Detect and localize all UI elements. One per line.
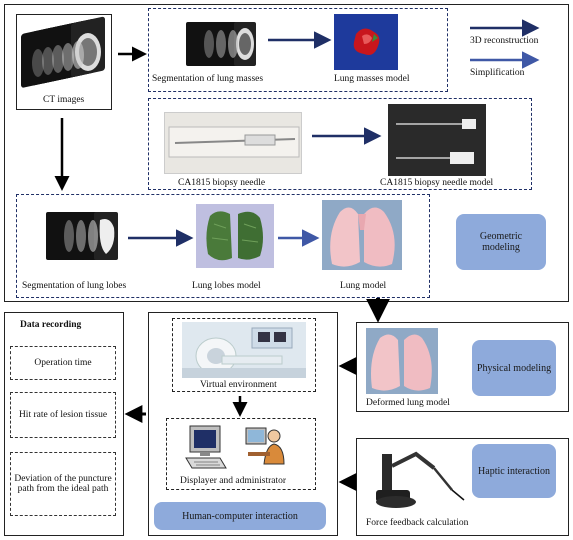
lung-masses-model-image [334, 14, 398, 70]
ct-images-label: CT images [43, 95, 85, 105]
lung-lobes-box [16, 194, 430, 298]
displayer-box [166, 418, 316, 490]
seg-lobes-label: Segmentation of lung lobes [22, 281, 127, 291]
data-recording-title: Data recording [20, 320, 82, 330]
data-recording-box [4, 312, 124, 536]
physical-modeling-module: Physical modeling [472, 340, 556, 396]
haptic-interaction-module: Haptic interaction [472, 444, 556, 498]
ct-stack-image [21, 16, 105, 88]
virtual-env-label: Virtual environment [200, 380, 277, 390]
seg-masses-label: Segmentation of lung masses [152, 74, 264, 84]
deformed-lung-image [366, 328, 438, 394]
mass-ct-stack-image [186, 22, 256, 66]
displayer-label: Displayer and administrator [180, 476, 287, 486]
virtual-env-image [182, 322, 306, 378]
hci-module: Human-computer interaction [154, 502, 326, 530]
geometric-modeling-module: Geometric modeling [456, 214, 546, 270]
force-calc-label: Force feedback calculation [366, 518, 469, 528]
physical-box [356, 322, 569, 412]
haptic-box [356, 438, 569, 536]
lobe-ct-stack-image [46, 212, 118, 260]
lung-model-image [322, 200, 402, 270]
needle-photo-image [164, 112, 302, 174]
computer-icon [185, 425, 227, 469]
legend-simplification-label: Simplification [470, 68, 525, 78]
legend-reconstruction-label: 3D reconstruction [470, 36, 539, 46]
ct-images-box: CT images [16, 14, 112, 110]
deformed-label: Deformed lung model [366, 398, 450, 408]
lobes-model-label: Lung lobes model [192, 281, 261, 291]
needle-model-label: CA1815 biopsy needle model [380, 178, 494, 188]
hci-box [148, 312, 338, 536]
administrator-icon [245, 427, 285, 465]
haptic-device-image [376, 451, 465, 508]
lung-model-label: Lung model [340, 281, 387, 291]
lung-masses-box [148, 8, 448, 92]
record-item-hit-rate: Hit rate of lesion tissue [10, 392, 116, 438]
needle-label: CA1815 biopsy needle [178, 178, 266, 188]
record-item-deviation: Deviation of the puncture path from the … [10, 452, 116, 516]
virtual-env-box [172, 318, 316, 392]
geometric-frame [4, 4, 569, 302]
needle-model-image [388, 104, 486, 176]
record-item-operation-time: Operation time [10, 346, 116, 380]
masses-model-label: Lung masses model [334, 74, 410, 84]
needle-box [148, 98, 532, 190]
lung-lobes-model-image [196, 204, 274, 268]
